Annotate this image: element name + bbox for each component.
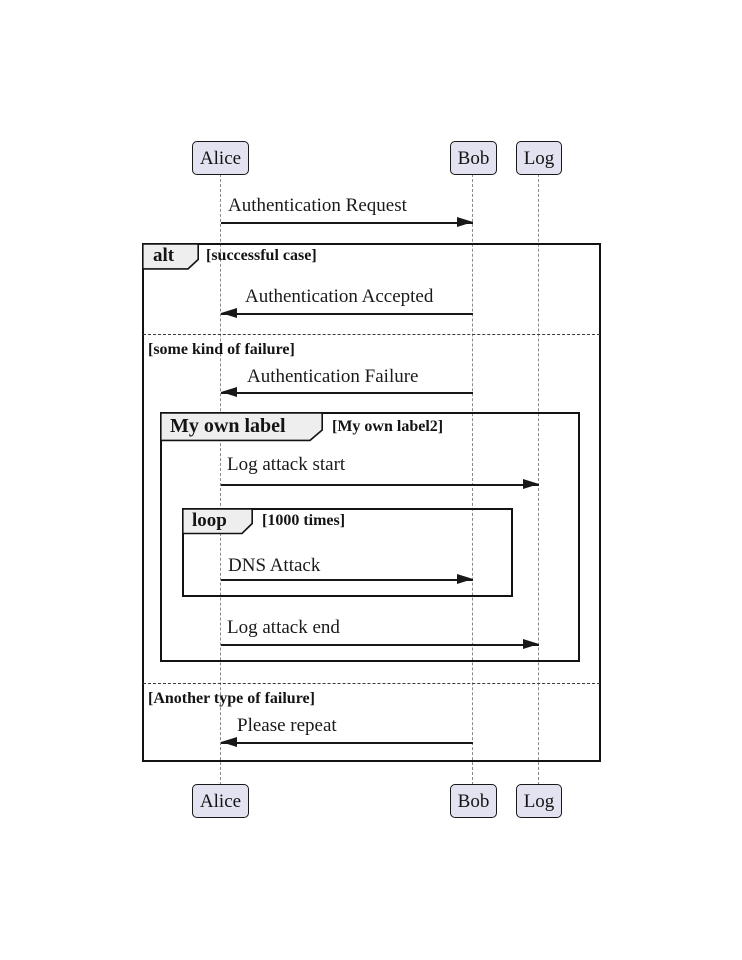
message-authentication-request: Authentication Request <box>228 195 407 216</box>
participant-alice-bottom: Alice <box>192 784 249 818</box>
alt-keyword: alt <box>153 245 175 266</box>
arrowhead-left-icon <box>221 737 237 747</box>
lifeline-bob <box>472 174 473 785</box>
participant-alice-top: Alice <box>192 141 249 175</box>
message-line <box>221 742 473 744</box>
message-dns-attack: DNS Attack <box>228 555 321 576</box>
loop-keyword: loop <box>192 510 227 531</box>
message-log-attack-start: Log attack start <box>227 454 346 475</box>
message-please-repeat: Please repeat <box>237 715 337 736</box>
loop-label-pentagon <box>182 508 253 535</box>
group-label-pentagon <box>160 412 323 442</box>
arrowhead-left-icon <box>221 308 237 318</box>
participant-label: Bob <box>457 147 490 169</box>
group-fragment-frame <box>160 412 580 662</box>
participant-label: Alice <box>199 790 242 812</box>
message-authentication-accepted: Authentication Accepted <box>245 286 434 307</box>
participant-label: Log <box>523 147 555 169</box>
participant-label: Log <box>523 790 555 812</box>
arrowhead-right-icon <box>457 574 473 584</box>
message-line <box>221 313 473 315</box>
message-authentication-failure: Authentication Failure <box>247 366 419 387</box>
participant-bob-bottom: Bob <box>450 784 497 818</box>
message-line <box>221 484 539 486</box>
participant-log-top: Log <box>516 141 562 175</box>
group-guard: [My own label2] <box>332 418 444 435</box>
message-line <box>221 644 539 646</box>
alt-divider-else1 <box>143 334 600 335</box>
group-keyword: My own label <box>170 415 286 437</box>
lifeline-alice <box>220 174 221 785</box>
alt-guard-some-kind-of-failure: [some kind of failure] <box>148 341 295 358</box>
alt-fragment-frame <box>142 243 601 762</box>
participant-bob-top: Bob <box>450 141 497 175</box>
message-line <box>221 222 473 224</box>
participant-label: Bob <box>457 790 490 812</box>
message-log-attack-end: Log attack end <box>227 617 340 638</box>
arrowhead-right-icon <box>457 217 473 227</box>
message-line <box>221 392 473 394</box>
participant-log-bottom: Log <box>516 784 562 818</box>
arrowhead-right-icon <box>523 639 539 649</box>
alt-guard-another-type-of-failure: [Another type of failure] <box>148 690 315 707</box>
alt-label-pentagon <box>142 243 200 270</box>
loop-fragment-frame <box>182 508 513 597</box>
alt-guard-successful-case: [successful case] <box>206 247 317 264</box>
arrowhead-right-icon <box>523 479 539 489</box>
loop-guard: [1000 times] <box>262 512 346 529</box>
arrowhead-left-icon <box>221 387 237 397</box>
message-line <box>221 579 473 581</box>
participant-label: Alice <box>199 147 242 169</box>
alt-divider-else2 <box>143 683 600 684</box>
